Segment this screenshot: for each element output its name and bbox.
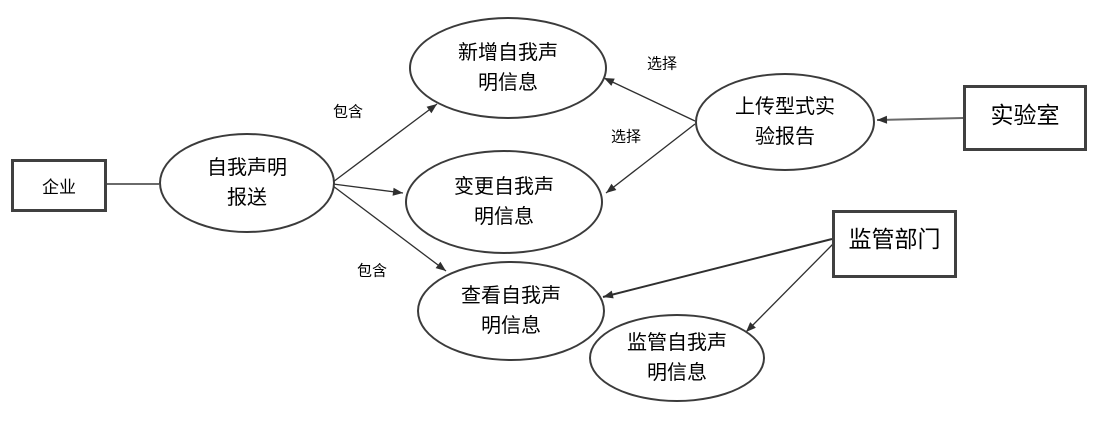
usecase-label-line: 明信息	[478, 72, 538, 94]
edge-label-include-bottom: 包含	[356, 262, 388, 280]
usecase-change-self-declaration: 变更自我声明信息	[405, 150, 603, 254]
edge-submission-to-add	[332, 103, 438, 183]
edge-regulator-to-view	[602, 238, 833, 298]
usecase-label-line: 上传型式实	[735, 96, 835, 118]
edge-arrowhead-submission-to-view	[435, 261, 446, 271]
usecase-self-declaration-submission: 自我声明报送	[159, 133, 335, 233]
edge-submission-to-view	[332, 185, 447, 272]
usecase-label-line: 明信息	[647, 362, 707, 384]
edge-arrowhead-submission-to-add	[426, 104, 437, 114]
actor-regulator: 监管部门	[832, 210, 957, 278]
usecase-label-line: 报送	[227, 187, 267, 209]
usecase-supervise-self-declaration: 监管自我声明信息	[589, 314, 765, 402]
usecase-label-line: 自我声明	[207, 157, 287, 179]
edge-regulator-to-supervise	[745, 243, 834, 333]
edge-label-select-middle: 选择	[610, 128, 642, 146]
edge-laboratory-to-upload	[876, 117, 964, 121]
edge-arrowhead-laboratory-to-upload	[877, 115, 888, 124]
actor-laboratory: 实验室	[963, 85, 1087, 151]
actor-label-regulator: 监管部门	[848, 226, 941, 252]
actor-label-laboratory: 实验室	[990, 102, 1060, 128]
usecase-label-line: 新增自我声	[458, 42, 558, 64]
usecase-label-line: 明信息	[481, 315, 541, 337]
edge-upload-to-add	[603, 77, 696, 122]
edge-upload-to-change	[605, 123, 696, 194]
usecase-add-self-declaration: 新增自我声明信息	[409, 17, 607, 119]
edge-arrowhead-regulator-to-supervise	[746, 322, 756, 332]
edge-arrowhead-regulator-to-view	[603, 290, 614, 299]
actor-label-enterprise: 企业	[42, 178, 76, 197]
usecase-label-line: 验报告	[755, 126, 815, 148]
edge-label-select-top: 选择	[646, 55, 678, 73]
usecase-label-line: 明信息	[474, 206, 534, 228]
usecase-label-line: 查看自我声	[461, 285, 561, 307]
usecase-view-self-declaration: 查看自我声明信息	[417, 261, 605, 361]
usecase-label-line: 变更自我声	[454, 176, 554, 198]
usecase-label-line: 监管自我声	[627, 332, 727, 354]
edge-arrowhead-upload-to-change	[606, 183, 617, 193]
actor-enterprise: 企业	[11, 159, 107, 212]
edge-label-include-top: 包含	[332, 103, 364, 121]
edge-arrowhead-submission-to-change	[392, 187, 403, 196]
usecase-upload-type-test-report: 上传型式实验报告	[695, 73, 875, 171]
edge-submission-to-change	[332, 183, 404, 194]
edge-arrowhead-upload-to-add	[604, 78, 615, 86]
